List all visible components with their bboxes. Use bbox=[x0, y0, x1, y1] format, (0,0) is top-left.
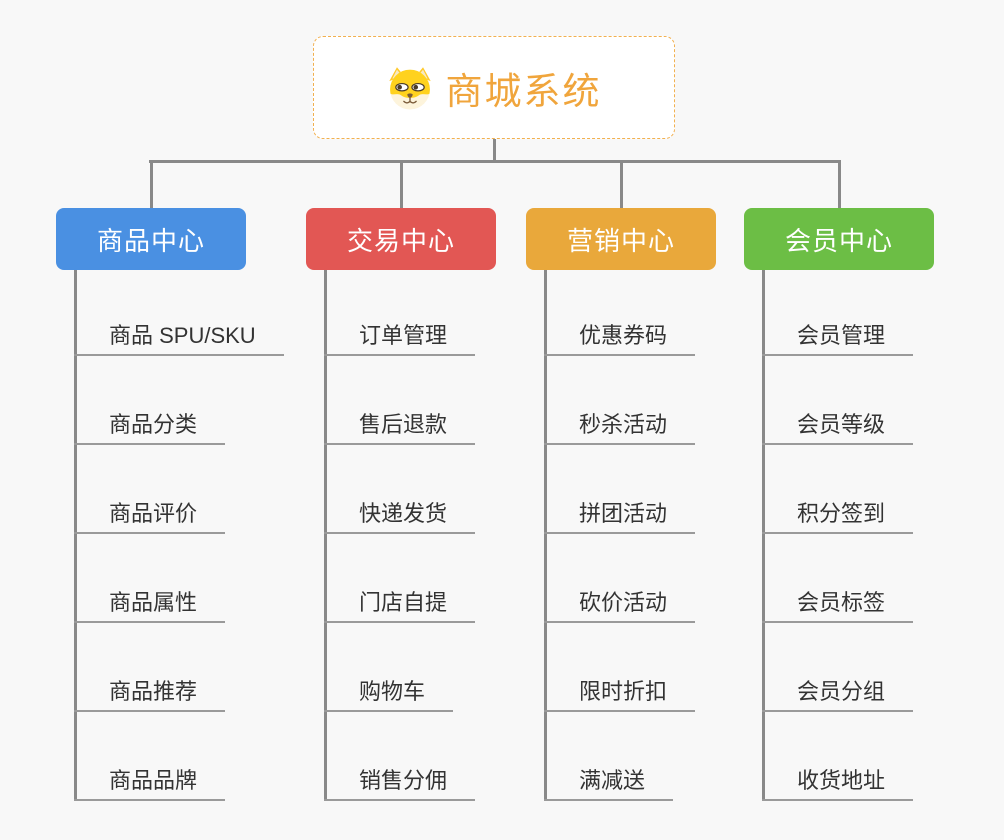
leaf-node[interactable]: 门店自提 bbox=[324, 585, 476, 623]
leaf-node[interactable]: 售后退款 bbox=[324, 407, 476, 445]
leaf-node[interactable]: 会员等级 bbox=[762, 407, 914, 445]
leaf-node[interactable]: 秒杀活动 bbox=[544, 407, 696, 445]
leaf-node[interactable]: 砍价活动 bbox=[544, 585, 696, 623]
branch-column-product-center: 商品中心 商品 SPU/SKU 商品分类 商品评价 商品属性 商品推荐 商品品牌 bbox=[56, 208, 316, 840]
leaf-node[interactable]: 优惠券码 bbox=[544, 318, 696, 356]
leaf-node[interactable]: 会员管理 bbox=[762, 318, 914, 356]
leaf-node[interactable]: 会员标签 bbox=[762, 585, 914, 623]
branch-trunk-line bbox=[762, 270, 765, 800]
branch-column-trade-center: 交易中心 订单管理 售后退款 快递发货 门店自提 购物车 销售分佣 bbox=[306, 208, 566, 840]
leaf-node[interactable]: 积分签到 bbox=[762, 496, 914, 534]
root-title: 商城系统 bbox=[445, 70, 602, 112]
leaf-node[interactable]: 拼团活动 bbox=[544, 496, 696, 534]
leaf-node[interactable]: 限时折扣 bbox=[544, 674, 696, 712]
connector-branch-stub bbox=[149, 160, 153, 208]
branch-trunk-line bbox=[324, 270, 327, 800]
branch-node-trade-center[interactable]: 交易中心 bbox=[306, 208, 496, 270]
branch-trunk-line bbox=[74, 270, 77, 800]
leaf-node[interactable]: 商品评价 bbox=[74, 496, 226, 534]
leaf-node[interactable]: 商品 SPU/SKU bbox=[74, 318, 284, 356]
leaf-node[interactable]: 收货地址 bbox=[762, 763, 914, 801]
root-node[interactable]: 商城系统 bbox=[313, 36, 675, 139]
branch-trunk-line bbox=[544, 270, 547, 800]
leaf-node[interactable]: 购物车 bbox=[324, 674, 454, 712]
leaf-node[interactable]: 订单管理 bbox=[324, 318, 476, 356]
connector-branch-stub bbox=[837, 160, 841, 208]
leaf-node[interactable]: 商品推荐 bbox=[74, 674, 226, 712]
leaf-node[interactable]: 满减送 bbox=[544, 763, 674, 801]
leaf-node[interactable]: 商品品牌 bbox=[74, 763, 226, 801]
connector-branch-stub bbox=[399, 160, 403, 208]
branch-node-member-center[interactable]: 会员中心 bbox=[744, 208, 934, 270]
shiba-dog-icon bbox=[387, 66, 433, 110]
branch-node-product-center[interactable]: 商品中心 bbox=[56, 208, 246, 270]
branch-node-marketing-center[interactable]: 营销中心 bbox=[526, 208, 716, 270]
leaf-node[interactable]: 商品分类 bbox=[74, 407, 226, 445]
branch-column-member-center: 会员中心 会员管理 会员等级 积分签到 会员标签 会员分组 收货地址 bbox=[744, 208, 1004, 840]
branch-column-marketing-center: 营销中心 优惠券码 秒杀活动 拼团活动 砍价活动 限时折扣 满减送 bbox=[526, 208, 786, 840]
leaf-node[interactable]: 商品属性 bbox=[74, 585, 226, 623]
leaf-node[interactable]: 会员分组 bbox=[762, 674, 914, 712]
connector-horizontal bbox=[149, 160, 840, 163]
connector-branch-stub bbox=[619, 160, 623, 208]
leaf-node[interactable]: 销售分佣 bbox=[324, 763, 476, 801]
connector-root-trunk bbox=[493, 139, 496, 163]
leaf-node[interactable]: 快递发货 bbox=[324, 496, 476, 534]
